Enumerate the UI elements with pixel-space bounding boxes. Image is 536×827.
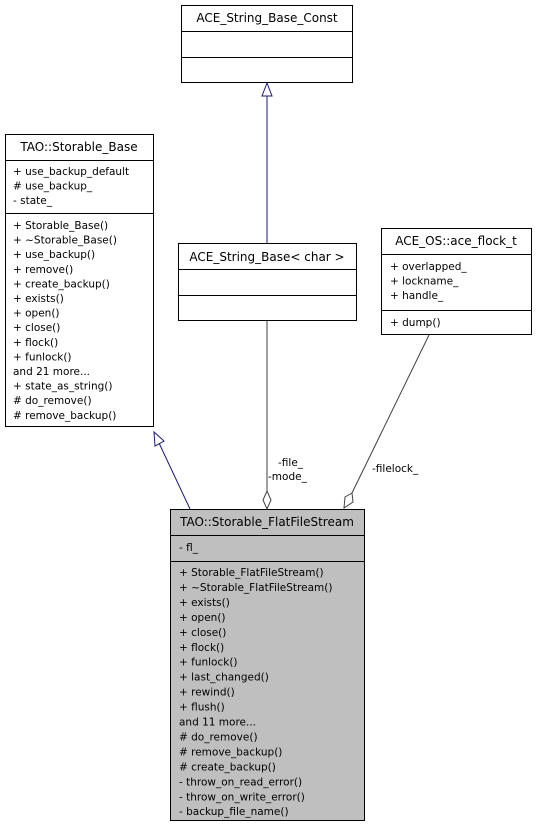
- class-method: + exists(): [13, 293, 64, 305]
- class-method: - throw_on_read_error(): [179, 776, 302, 788]
- class-method: + flock(): [13, 337, 58, 349]
- class-method: + ~Storable_Base(): [13, 235, 117, 247]
- class-box-storable-flatfilestream[interactable]: TAO::Storable_FlatFileStream - fl_ + Sto…: [170, 509, 365, 821]
- class-attribute: + lockname_: [390, 276, 459, 288]
- method-list: + dump(): [390, 317, 441, 329]
- inheritance-edge-flatfile-to-storable-base: [153, 430, 191, 510]
- class-title: TAO::Storable_Base: [19, 140, 137, 154]
- class-attribute: # use_backup_: [13, 181, 93, 193]
- aggregation-diamond: [343, 492, 354, 509]
- class-method: + Storable_Base(): [13, 220, 108, 232]
- class-method: and 11 more...: [179, 717, 256, 729]
- class-method: - backup_file_name(): [179, 806, 289, 818]
- class-title: TAO::Storable_FlatFileStream: [179, 515, 354, 529]
- class-method: # do_remove(): [179, 731, 258, 743]
- class-attribute: - state_: [13, 195, 53, 207]
- attribute-list: - fl_: [179, 542, 199, 554]
- class-title: ACE_String_Base_Const: [196, 11, 338, 25]
- class-method: + create_backup(): [13, 278, 110, 290]
- aggregation-diamond: [262, 489, 272, 511]
- class-method: + Storable_FlatFileStream(): [179, 567, 324, 579]
- class-method: + open(): [13, 308, 60, 320]
- class-attribute: + handle_: [390, 290, 444, 302]
- class-box-ace-flock-t[interactable]: ACE_OS::ace_flock_t + overlapped_+ lockn…: [381, 228, 532, 335]
- method-list: + Storable_Base() + ~Storable_Base() + use…: [13, 220, 117, 422]
- inheritance-arrowhead: [153, 430, 165, 447]
- class-method: and 21 more...: [13, 366, 90, 378]
- class-title: ACE_String_Base< char >: [189, 250, 344, 264]
- class-method: + rewind(): [179, 687, 235, 699]
- class-method: + flock(): [179, 642, 224, 654]
- class-title: ACE_OS::ace_flock_t: [395, 234, 517, 248]
- class-method: + exists(): [179, 597, 230, 609]
- usage-edge-file-mode: -file_ -mode_: [262, 321, 308, 511]
- class-method: + remove(): [13, 264, 73, 276]
- class-method: + flush(): [179, 702, 225, 714]
- edge-label-mode: -mode_: [268, 471, 308, 483]
- class-method: - throw_on_write_error(): [179, 791, 305, 803]
- class-box-string-base-const[interactable]: ACE_String_Base_Const: [181, 5, 353, 83]
- class-attribute: - fl_: [179, 542, 199, 554]
- class-method: # remove_backup(): [13, 410, 116, 422]
- class-box-string-base-char[interactable]: ACE_String_Base< char >: [178, 243, 357, 321]
- edge-label-file: -file_: [278, 457, 304, 469]
- method-list: + Storable_FlatFileStream() + ~Storable_F…: [179, 567, 332, 818]
- class-method: + close(): [13, 322, 60, 334]
- class-method: + state_as_string(): [13, 381, 112, 393]
- attribute-list: + use_backup_default # use_backup_ - state…: [13, 166, 129, 207]
- class-method: + funlock(): [13, 351, 72, 363]
- class-method: + dump(): [390, 317, 441, 329]
- class-method: + open(): [179, 612, 226, 624]
- class-method: # create_backup(): [179, 761, 276, 773]
- inheritance-arrowhead: [261, 81, 273, 97]
- class-method: + close(): [179, 627, 226, 639]
- attribute-list: + overlapped_ + lockname_ + handle_: [390, 261, 467, 302]
- class-method: + use_backup(): [13, 249, 95, 261]
- class-method: + funlock(): [179, 657, 238, 669]
- class-attribute: + use_backup_default: [13, 166, 129, 178]
- inheritance-edge-string-base-to-const: [261, 81, 273, 243]
- usage-edge-filelock: -filelock_: [343, 334, 430, 509]
- class-method: # do_remove(): [13, 395, 92, 407]
- edge-label-filelock: -filelock_: [372, 463, 419, 475]
- class-box-storable-base[interactable]: TAO::Storable_Base + use_backup_default#…: [5, 134, 154, 427]
- class-method: + last_changed(): [179, 672, 269, 684]
- class-method: # remove_backup(): [179, 746, 282, 758]
- class-attribute: + overlapped_: [390, 261, 467, 273]
- class-method: + ~Storable_FlatFileStream(): [179, 582, 332, 594]
